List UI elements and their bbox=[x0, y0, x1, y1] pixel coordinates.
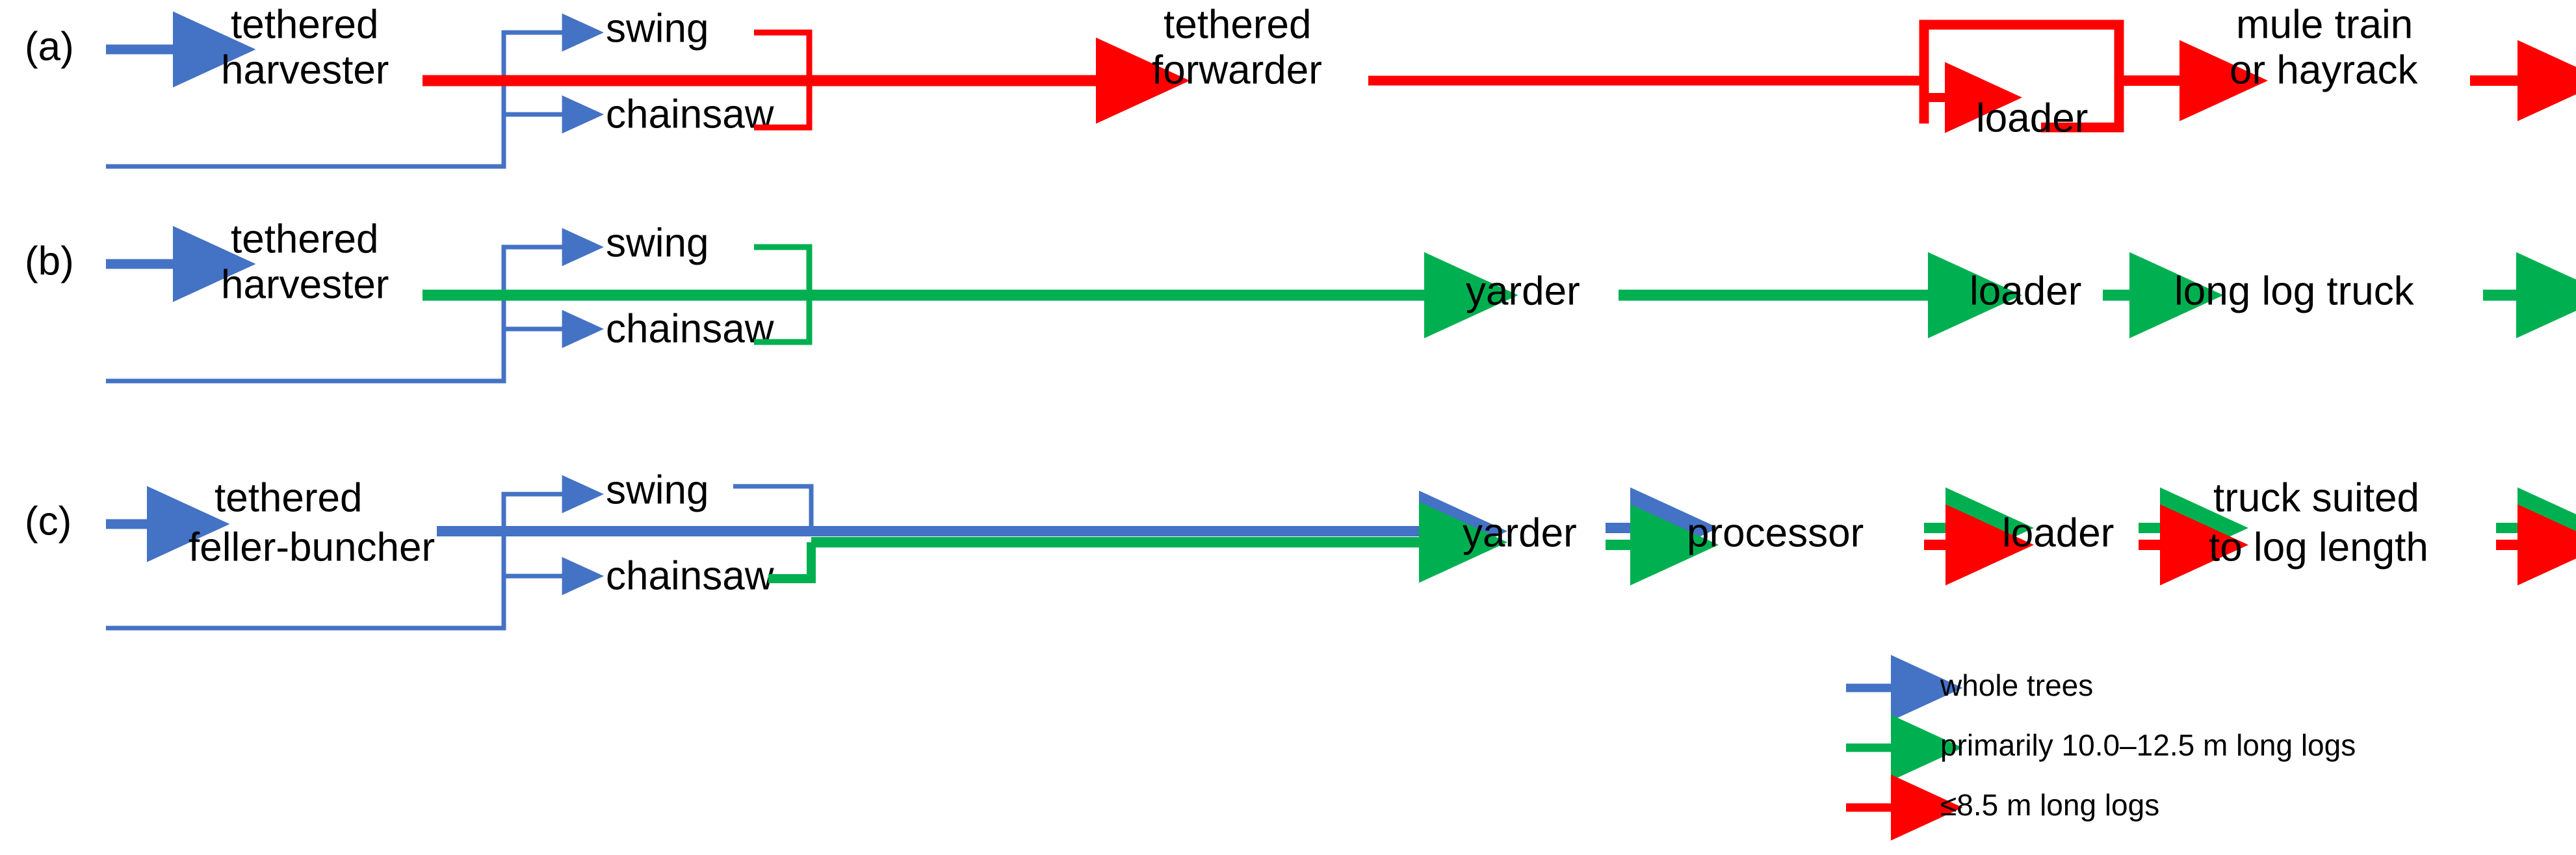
row-b-blue-feedback-path bbox=[106, 342, 506, 384]
row-c-node-chainsaw: chainsaw bbox=[606, 553, 774, 598]
row-b-node-yarder: yarder bbox=[1466, 269, 1580, 313]
row-a-blue-to-swing bbox=[501, 13, 604, 127]
row-a-node-chainsaw: chainsaw bbox=[606, 92, 774, 137]
row-c-label: (c) bbox=[25, 499, 72, 544]
row-c-node-truck-suited-line1: truck suited bbox=[2213, 475, 2419, 520]
row-a-node-tethered-harvester-line2: harvester bbox=[221, 47, 389, 92]
row-c-node-tethered-feller-buncher-line2: feller-buncher bbox=[189, 525, 435, 570]
row-c-blue-feedback-path bbox=[106, 589, 506, 631]
row-a-node-mule-train-line1: mule train bbox=[2236, 2, 2413, 47]
row-c-node-tethered-feller-buncher-line1: tethered bbox=[215, 475, 363, 520]
legend-label-long-logs: primarily 10.0–12.5 m long logs bbox=[1940, 728, 2356, 762]
row-c-blue-swing-return bbox=[733, 484, 814, 531]
row-c-green-chainsaw-return bbox=[768, 542, 816, 583]
row-a: (a) tethered harvester swing chainsaw te… bbox=[25, 2, 2576, 169]
row-b-node-swing: swing bbox=[606, 220, 709, 265]
row-a-node-tethered-forwarder-line1: tethered bbox=[1164, 2, 1312, 47]
row-c: (c) tethered feller-buncher swing chains… bbox=[25, 467, 2576, 631]
row-c-node-processor: processor bbox=[1687, 510, 1864, 555]
row-a-node-loader: loader bbox=[1976, 96, 2088, 140]
row-b-node-chainsaw: chainsaw bbox=[606, 306, 774, 351]
row-a-label: (a) bbox=[25, 24, 74, 69]
row-c-blue-to-swing bbox=[501, 475, 604, 589]
row-b-node-long-log-truck: long log truck bbox=[2174, 269, 2415, 313]
row-b-blue-to-swing bbox=[501, 228, 604, 342]
row-b-node-loader: loader bbox=[1970, 269, 2081, 313]
row-c-node-truck-suited-line2: to log length bbox=[2209, 525, 2428, 570]
row-a-red-loader-bracket bbox=[1919, 20, 2124, 133]
row-c-node-swing: swing bbox=[606, 467, 709, 512]
row-a-node-tethered-forwarder-line2: forwarder bbox=[1152, 47, 1322, 92]
legend-label-whole-trees: whole trees bbox=[1940, 668, 2093, 702]
row-b-node-tethered-harvester-line1: tethered bbox=[231, 217, 379, 261]
row-b-label: (b) bbox=[25, 239, 74, 283]
legend: whole trees primarily 10.0–12.5 m long l… bbox=[1846, 655, 2356, 841]
row-b: (b) tethered harvester swing chainsaw ya… bbox=[25, 217, 2576, 384]
row-a-node-swing: swing bbox=[606, 6, 709, 51]
row-b-node-tethered-harvester-line2: harvester bbox=[221, 262, 389, 307]
row-c-node-loader: loader bbox=[2002, 510, 2114, 555]
row-a-node-mule-train-line2: or hayrack bbox=[2230, 47, 2418, 92]
row-a-blue-feedback-path bbox=[106, 127, 506, 169]
row-c-node-yarder: yarder bbox=[1463, 510, 1577, 555]
legend-label-short-logs: ≤8.5 m long logs bbox=[1940, 788, 2159, 822]
row-a-node-tethered-harvester-line1: tethered bbox=[231, 2, 379, 47]
